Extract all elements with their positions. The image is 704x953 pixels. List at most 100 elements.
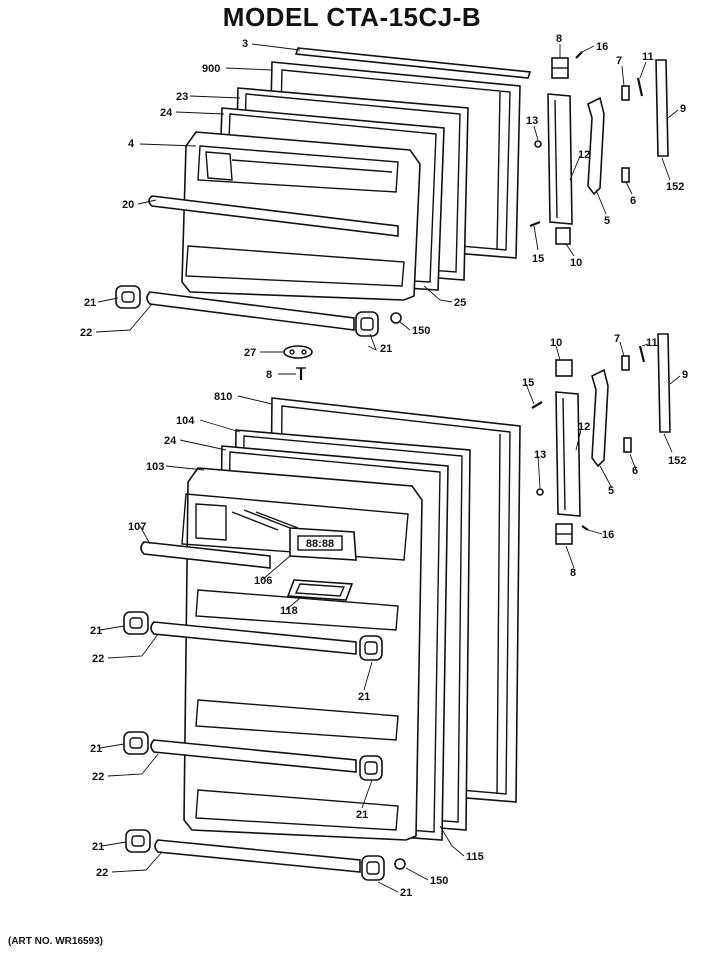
- part-clip-7a: [621, 85, 630, 101]
- part-screw-16b: [581, 525, 589, 531]
- callout-16: 16: [602, 529, 614, 541]
- callout-13: 13: [526, 115, 538, 127]
- callout-22: 22: [92, 771, 104, 783]
- callout-11: 11: [646, 337, 658, 349]
- callout-6: 6: [630, 195, 636, 207]
- callout-107: 107: [128, 521, 146, 533]
- callout-20: 20: [122, 199, 134, 211]
- leader-lines: [95, 43, 681, 893]
- part-end-cap-21f: [359, 755, 383, 781]
- part-end-cap-21g: [125, 829, 151, 853]
- part-end-cap-21b: [355, 311, 379, 337]
- callout-21: 21: [92, 841, 104, 853]
- part-shelf-bar-22b: [150, 621, 357, 655]
- callout-24: 24: [160, 107, 173, 119]
- callout-21: 21: [380, 343, 392, 355]
- part-hinge-10b: [555, 359, 573, 377]
- callout-22: 22: [96, 867, 108, 879]
- part-screw-13b: [536, 488, 544, 496]
- part-door-top-strip-freezer: [294, 47, 532, 79]
- callout-7: 7: [616, 55, 622, 67]
- part-trim-9a: [655, 59, 669, 157]
- part-shelf-bar-107: [140, 541, 271, 569]
- callout-21: 21: [84, 297, 96, 309]
- part-hinge-8-bottom: [555, 523, 573, 545]
- callout-6: 6: [632, 465, 638, 477]
- callout-22: 22: [92, 653, 104, 665]
- diagram-title: MODEL CTA-15CJ-B: [222, 2, 482, 32]
- callout-103: 103: [146, 461, 164, 473]
- callout-21: 21: [358, 691, 370, 703]
- part-inner-liner-fresh: [181, 467, 423, 841]
- part-shelf-bar-22c: [150, 739, 357, 773]
- part-handle-channel-12a: [547, 93, 573, 225]
- part-clip-6a: [621, 167, 630, 183]
- callout-24: 24: [164, 435, 177, 447]
- part-end-cap-21d: [359, 635, 383, 661]
- callout-27: 27: [244, 347, 256, 359]
- callout-16: 16: [596, 41, 608, 53]
- part-trim-9b: [657, 333, 671, 433]
- callout-21: 21: [356, 809, 368, 821]
- callout-13: 13: [534, 449, 546, 461]
- callout-5: 5: [604, 215, 610, 227]
- part-hinge-10a: [555, 227, 571, 245]
- part-hinge-8-top: [551, 57, 569, 79]
- callout-23: 23: [176, 91, 188, 103]
- callout-21: 21: [90, 625, 102, 637]
- callout-21: 21: [90, 743, 102, 755]
- callout-104: 104: [176, 415, 195, 427]
- callout-10: 10: [570, 257, 582, 269]
- callout-7: 7: [614, 333, 620, 345]
- part-screw-15b: [531, 401, 543, 409]
- callout-4: 4: [128, 138, 135, 150]
- art-number: (ART NO. WR16593): [8, 936, 104, 947]
- callout-5: 5: [608, 485, 614, 497]
- callout-900: 900: [202, 63, 220, 75]
- part-screw-11b: [638, 345, 646, 363]
- callout-15: 15: [532, 253, 544, 265]
- callout-152: 152: [666, 181, 684, 193]
- callout-8: 8: [570, 567, 576, 579]
- part-display-module-106: 88:88: [289, 527, 357, 561]
- callout-12: 12: [578, 149, 590, 161]
- callout-labels: 3 900 23 24 4 20 21 22 21 150 25 27 8 8 …: [80, 33, 688, 899]
- part-screw-16a: [575, 51, 583, 59]
- part-shelf-bar-22d: [154, 839, 361, 873]
- callout-9: 9: [682, 369, 688, 381]
- part-screw-150a: [390, 312, 402, 324]
- callout-9: 9: [680, 103, 686, 115]
- callout-25: 25: [454, 297, 466, 309]
- callout-10: 10: [550, 337, 562, 349]
- callout-21: 21: [400, 887, 412, 899]
- part-clip-6b: [623, 437, 632, 453]
- callout-106: 106: [254, 575, 272, 587]
- part-screw-15a: [529, 220, 541, 228]
- part-handle-channel-12b: [555, 391, 581, 517]
- callout-118: 118: [280, 605, 298, 617]
- part-end-cap-21a: [115, 285, 141, 309]
- callout-3: 3: [242, 38, 248, 50]
- callout-810: 810: [214, 391, 232, 403]
- callout-11: 11: [642, 51, 654, 63]
- callout-152: 152: [668, 455, 686, 467]
- part-screw-8a: [296, 367, 306, 380]
- part-shelf-bar-freezer-lower: [146, 291, 355, 331]
- callout-150: 150: [412, 325, 430, 337]
- callout-8: 8: [556, 33, 562, 45]
- part-screw-11a: [636, 77, 644, 97]
- part-handle-5b: [591, 368, 609, 468]
- part-handle-5a: [587, 96, 605, 196]
- part-shelf-bar-freezer: [148, 195, 399, 237]
- display-readout: 88:88: [306, 538, 334, 550]
- callout-8: 8: [266, 369, 272, 381]
- part-screw-13a: [534, 140, 542, 148]
- callout-22: 22: [80, 327, 92, 339]
- part-cover-118: [286, 579, 354, 601]
- part-latch-27: [283, 345, 313, 359]
- callout-15: 15: [522, 377, 534, 389]
- part-end-cap-21c: [123, 611, 149, 635]
- callout-115: 115: [466, 851, 484, 863]
